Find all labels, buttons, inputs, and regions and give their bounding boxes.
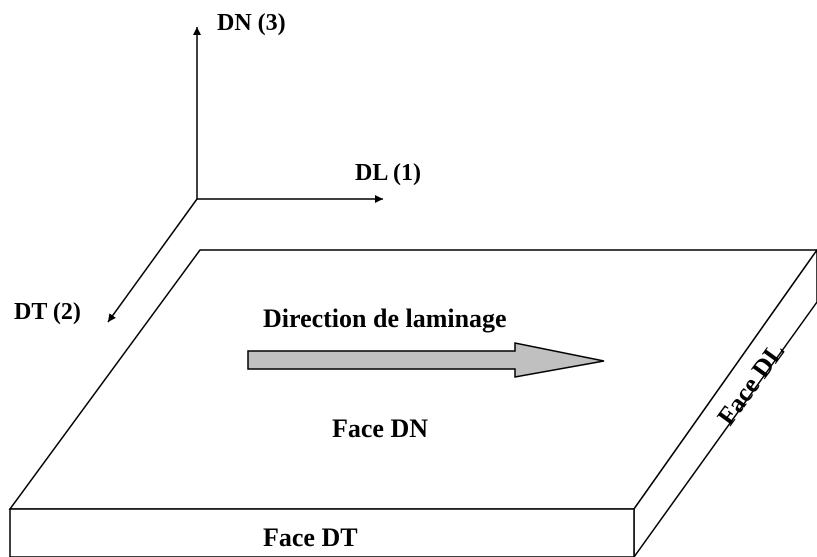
rolled-plate: Direction de laminage Face DN Face DT Fa… — [8, 248, 817, 557]
plate-side-face — [633, 248, 817, 557]
front-face-label: Face DT — [263, 523, 358, 552]
dt-axis-label: DT (2) — [14, 299, 81, 325]
rolling-direction-label: Direction de laminage — [263, 304, 507, 333]
coordinate-axes: DN (3) DL (1) DT (2) — [14, 10, 421, 325]
dn-axis-label: DN (3) — [217, 10, 286, 36]
dt-axis-arrow — [107, 198, 198, 323]
top-face-label: Face DN — [332, 414, 428, 443]
plate-front-face — [9, 508, 635, 557]
rolling-direction-arrow — [247, 342, 605, 378]
dl-axis-label: DL (1) — [355, 160, 421, 186]
